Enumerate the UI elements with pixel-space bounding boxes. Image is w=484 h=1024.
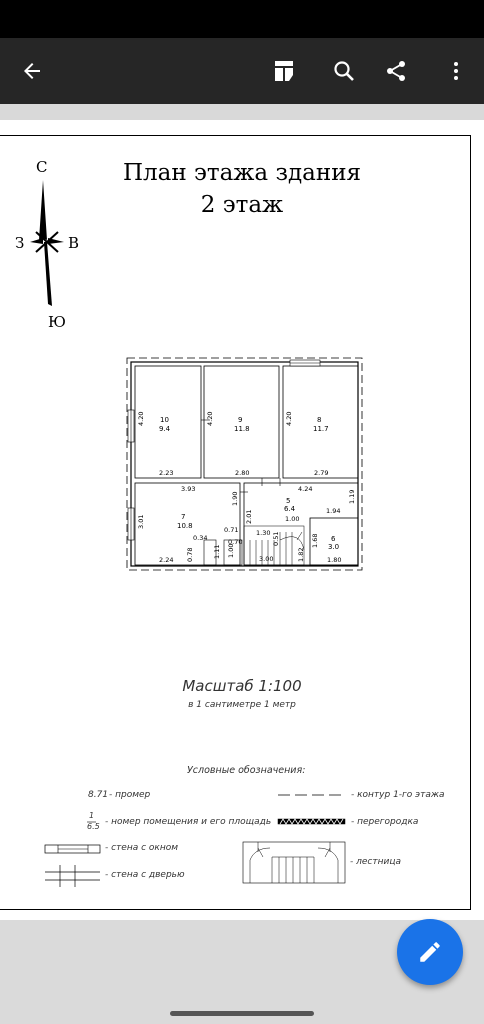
back-arrow-icon xyxy=(24,63,40,79)
room-8 xyxy=(282,365,359,479)
back-button[interactable] xyxy=(10,38,54,104)
dim-300: 3.00 xyxy=(259,555,273,563)
dim-r7-top: 3.93 xyxy=(181,485,195,493)
room-9-number: 9 xyxy=(238,416,242,424)
dim-071: 0.71 xyxy=(224,526,238,534)
legend-room-sample-area: 6.5 xyxy=(87,822,100,831)
dim-051: 0.51 xyxy=(272,532,280,546)
stairs xyxy=(243,525,305,566)
share-icon xyxy=(387,61,405,81)
compass-east: В xyxy=(68,234,79,252)
dim-119: 1.19 xyxy=(348,490,356,504)
page-gap xyxy=(0,104,484,120)
dim-r7-w: 2.24 xyxy=(159,556,173,564)
legend-partition-text: - перегородка xyxy=(351,817,419,827)
legend-room-sample-number: 1 xyxy=(89,811,95,820)
room-9-area: 11.8 xyxy=(234,425,250,433)
legend-dimension-text: - промер xyxy=(109,790,151,800)
dim-190: 1.90 xyxy=(231,492,239,506)
dim-168: 1.68 xyxy=(311,534,319,548)
dim-r7-h: 3.01 xyxy=(137,515,145,529)
dim-r7-111: 1.11 xyxy=(213,545,221,559)
page-frame xyxy=(0,135,471,910)
legend-title: Условные обозначения: xyxy=(187,765,306,776)
dim-r7-034: 0.34 xyxy=(193,534,207,542)
room-6 xyxy=(309,517,359,566)
compass-west: З xyxy=(15,234,24,252)
search-button[interactable] xyxy=(322,38,366,104)
legend-door-wall-text: - стена с дверью xyxy=(105,870,185,880)
legend-contour-text: - контур 1-го этажа xyxy=(351,790,445,800)
gesture-handle[interactable] xyxy=(170,1011,314,1016)
document-subtitle: 2 этаж xyxy=(200,192,284,218)
room-7 xyxy=(134,482,241,566)
room-10-number: 10 xyxy=(160,416,169,424)
document-outline-icon xyxy=(275,61,293,81)
room-7-number: 7 xyxy=(181,513,185,521)
edit-fab-button[interactable] xyxy=(397,919,463,985)
dim-130: 1.30 xyxy=(256,529,270,537)
dim-r10-w: 2.23 xyxy=(159,469,173,477)
legend-sample-dimension: 8.71 xyxy=(88,790,109,800)
dim-r8-h: 4.20 xyxy=(285,412,293,426)
room-9 xyxy=(203,365,280,479)
document-page: План этажа здания 2 этаж С З В Ю xyxy=(0,120,484,920)
legend-room-text: - номер помещения и его площадь xyxy=(105,817,272,827)
room-8-area: 11.7 xyxy=(313,425,329,433)
more-options-button[interactable] xyxy=(434,38,478,104)
scale-title: Масштаб 1:100 xyxy=(182,677,302,695)
app-toolbar xyxy=(0,38,484,104)
dim-424: 4.24 xyxy=(298,485,312,493)
room-6-area: 3.0 xyxy=(328,543,339,551)
dim-r9-h: 4.20 xyxy=(206,412,214,426)
edit-pencil-icon xyxy=(420,942,440,962)
legend-window-wall-text: - стена с окном xyxy=(105,843,179,853)
room-7-area: 10.8 xyxy=(177,522,193,530)
document-title: План этажа здания xyxy=(122,160,362,186)
dim-194: 1.94 xyxy=(326,507,340,515)
dim-182: 1.82 xyxy=(297,548,305,562)
floor-plan-drawing: С З В Ю xyxy=(15,158,363,887)
dim-r7-078: 0.78 xyxy=(186,548,194,562)
room-10-area: 9.4 xyxy=(159,425,171,433)
dim-180: 1.80 xyxy=(327,556,341,564)
outline-button[interactable] xyxy=(262,38,306,104)
dim-r9-w: 2.80 xyxy=(235,469,249,477)
room-10 xyxy=(134,365,202,479)
room-5-number: 5 xyxy=(286,497,290,505)
compass-south: Ю xyxy=(48,313,66,331)
dim-r10-h: 4.20 xyxy=(137,412,145,426)
status-bar xyxy=(0,0,484,38)
dim-100: 1.00 xyxy=(285,515,299,523)
dim-r8-w: 2.79 xyxy=(314,469,328,477)
dim-070: 0.70 xyxy=(228,538,242,546)
legend-graphics xyxy=(44,794,346,887)
legend-stairs-text: - лестница xyxy=(350,857,401,867)
navigation-bar xyxy=(0,1008,484,1024)
first-floor-contour xyxy=(126,357,363,571)
dim-201: 2.01 xyxy=(245,510,253,524)
room-8-number: 8 xyxy=(317,416,321,424)
room-6-number: 6 xyxy=(331,535,336,543)
scale-subtitle: в 1 сантиметре 1 метр xyxy=(188,700,296,710)
more-vert-icon xyxy=(454,62,458,80)
room-5-area: 6.4 xyxy=(284,505,296,513)
compass-north: С xyxy=(36,158,47,176)
compass-rose: С З В Ю xyxy=(15,158,79,331)
share-button[interactable] xyxy=(374,38,418,104)
search-icon xyxy=(334,61,354,81)
dim-100b: 1.00 xyxy=(227,544,235,558)
floor-plan: 10 9.4 9 11.8 8 11.7 7 10.8 5 6.4 6 3.0 … xyxy=(126,357,363,571)
